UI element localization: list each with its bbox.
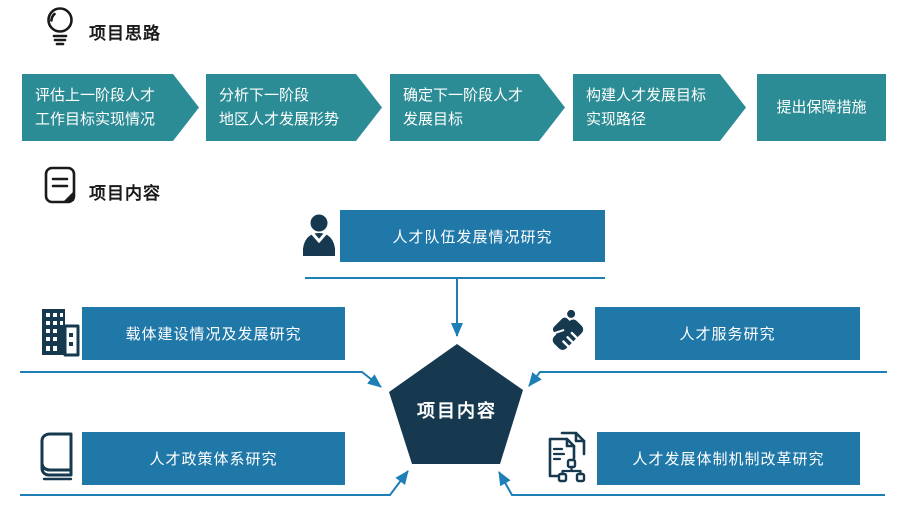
content-box-bottom-left: 人才政策体系研究 <box>82 432 345 485</box>
step-line: 构建人才发展目标 <box>586 86 707 104</box>
step-line: 发展目标 <box>403 110 464 128</box>
pentagon-label: 项目内容 <box>417 401 497 421</box>
process-step-1: 评估上一阶段人才 工作目标实现情况 <box>22 74 199 141</box>
content-section-title: 项目内容 <box>89 184 161 203</box>
process-step-2: 分析下一阶段 地区人才发展形势 <box>206 74 382 141</box>
approach-section-title: 项目思路 <box>89 24 161 43</box>
step-line: 确定下一阶段人才 <box>403 86 524 104</box>
step-line: 分析下一阶段 <box>219 86 310 104</box>
step-line: 地区人才发展形势 <box>219 110 340 128</box>
step-line: 评估上一阶段人才 <box>35 86 156 104</box>
building-icon <box>42 309 80 357</box>
handshake-icon <box>552 309 584 351</box>
document-flowchart-icon <box>548 431 586 483</box>
arrow-upper-left <box>20 371 382 388</box>
content-box-bottom-right: 人才发展体制机制改革研究 <box>597 432 860 485</box>
step-line: 提出保障措施 <box>776 98 867 116</box>
step-line: 工作目标实现情况 <box>35 110 156 128</box>
step-line: 实现路径 <box>586 110 647 128</box>
process-step-3: 确定下一阶段人才 发展目标 <box>390 74 565 141</box>
lightbulb-icon <box>47 7 73 46</box>
arrow-upper-right <box>528 371 887 387</box>
content-box-middle-left: 载体建设情况及发展研究 <box>82 307 345 360</box>
content-box-middle-right: 人才服务研究 <box>595 307 860 360</box>
process-step-5: 提出保障措施 <box>757 74 886 141</box>
businessman-icon <box>303 214 335 256</box>
content-box-top: 人才队伍发展情况研究 <box>340 210 605 262</box>
process-step-4: 构建人才发展目标 实现路径 <box>573 74 746 141</box>
book-icon <box>40 432 73 481</box>
note-document-icon <box>44 166 76 204</box>
